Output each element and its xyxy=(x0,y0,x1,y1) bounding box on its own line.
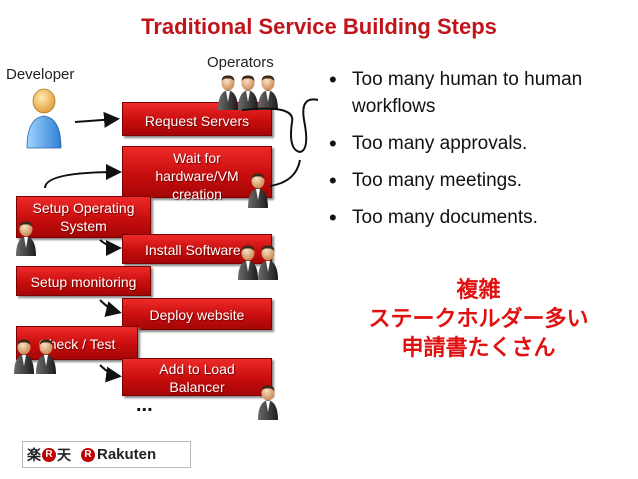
ellipsis: ... xyxy=(136,394,153,416)
step-add-to-load-balancer: Add to Load Balancer xyxy=(122,358,272,396)
step-setup-monitoring: Setup monitoring xyxy=(16,266,151,296)
logo-jp-left: 楽 xyxy=(27,447,41,464)
logo-jp-right: 天 xyxy=(57,447,71,464)
japanese-line-complex: 複雑 xyxy=(456,278,501,303)
japanese-line-applications: 申請書たくさん xyxy=(401,336,556,361)
logo-r-mark: R xyxy=(42,447,56,462)
developer-label: Developer xyxy=(6,66,75,83)
japanese-line-stakeholders: ステークホルダー多い xyxy=(368,307,589,332)
step-check-test: Check / Test xyxy=(16,326,138,360)
operator-squiggle xyxy=(241,98,319,154)
step-deploy-website: Deploy website xyxy=(122,298,272,330)
step-wait-for-hardware: Wait for hardware/VM creation xyxy=(122,146,272,202)
arrow-wait-loop xyxy=(44,164,122,189)
logo-r-mark: R xyxy=(81,447,95,462)
arrow-developer-to-request xyxy=(74,111,120,128)
arrow-os-to-install xyxy=(99,239,122,256)
developer-person-icon xyxy=(26,88,62,149)
step-setup-operating-system: Setup Operating System xyxy=(16,196,151,238)
rakuten-logo: 楽 R 天 R Rakuten xyxy=(22,441,191,468)
arrow-check-to-loadbalancer xyxy=(99,364,122,383)
bullet-item: Too many meetings. xyxy=(326,167,631,194)
bullet-item: Too many approvals. xyxy=(326,130,631,157)
operator-connector xyxy=(269,159,301,187)
operators-label: Operators xyxy=(207,54,274,71)
bullet-list: Too many human to human workflows Too ma… xyxy=(326,66,631,241)
arrow-monitoring-to-deploy xyxy=(99,299,122,317)
bullet-item: Too many documents. xyxy=(326,204,631,231)
bullet-item: Too many human to human workflows xyxy=(326,66,631,120)
slide-title: Traditional Service Building Steps xyxy=(141,14,497,39)
logo-wordmark: Rakuten xyxy=(97,446,157,463)
step-request-servers: Request Servers xyxy=(122,102,272,136)
japanese-callout: 複雑 ステークホルダー多い 申請書たくさん xyxy=(326,276,631,363)
